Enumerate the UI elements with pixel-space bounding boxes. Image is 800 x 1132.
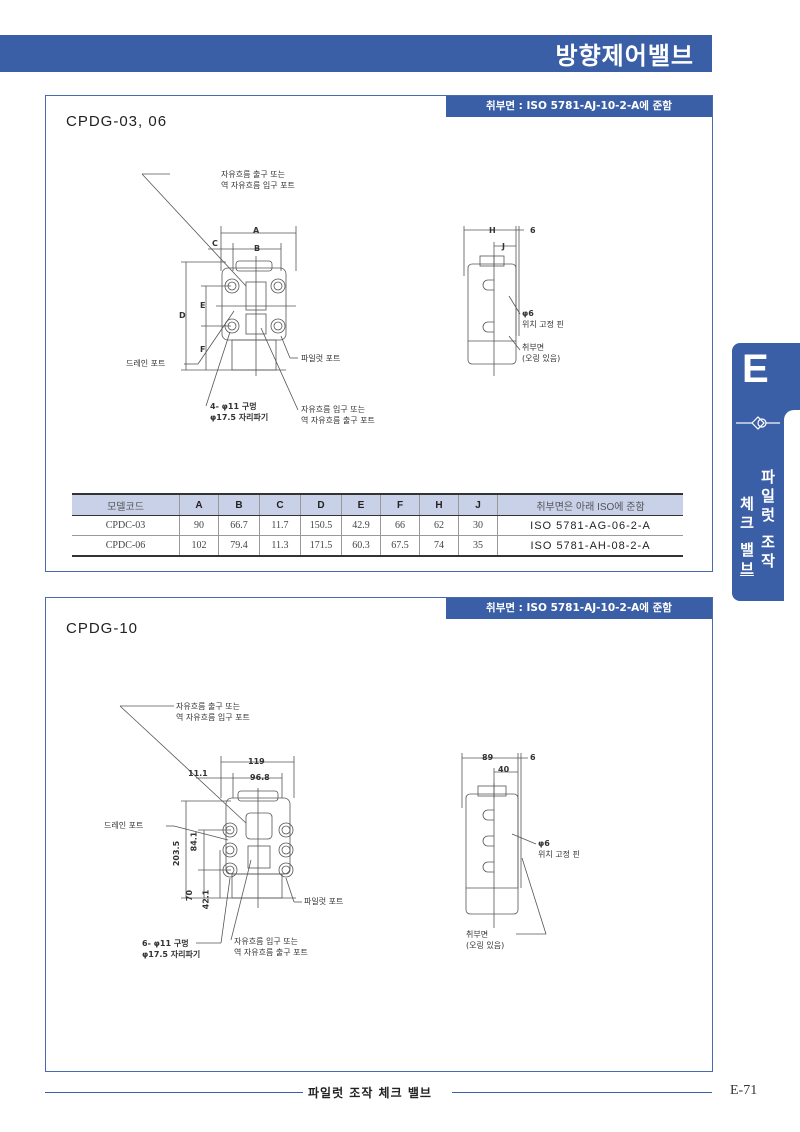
dim-40: 40 [498,765,510,774]
tab-char: 브 [740,560,754,578]
dim-b: B [254,244,261,253]
check-valve-symbol-icon [736,416,780,430]
table-row: CPDC-06 102 79.4 11.3 171.5 60.3 67.5 74… [72,535,683,557]
tab-notch [784,410,800,610]
callout-locating-pin: φ6 위치 고정 핀 [538,839,580,859]
dim-h: H [489,226,496,235]
model-title: CPDG-03, 06 [66,113,168,130]
front-view-drawing [119,705,302,944]
dim-6: 6 [530,753,536,762]
tab-char: 조 [761,533,775,551]
tab-char: 체 [740,495,754,513]
callout-mounting-surface: 취부면 (오링 있음) [522,343,561,363]
model-title: CPDG-10 [66,620,139,637]
callout-mounting-surface: 취부면 (오링 있음) [466,930,505,950]
footer-rule-right [452,1092,712,1093]
tab-char: 작 [761,552,775,570]
dim-a: A [253,226,260,235]
col-d: D [300,493,342,516]
dim-f: F [200,345,206,354]
dim-96-8: 96.8 [250,773,270,782]
dim-e: E [200,301,206,310]
section-letter: E [742,347,769,391]
callout-pilot-port: 파일럿 포트 [301,354,341,363]
callout-free-flow-out: 자유흐름 출구 또는 역 자유흐름 입구 포트 [221,170,295,190]
col-b: B [218,493,260,516]
tab-char: 일 [761,487,775,505]
dim-89: 89 [482,753,494,762]
callout-pilot-port: 파일럿 포트 [304,897,344,906]
dim-d: D [179,311,186,320]
callout-holes: 4- φ11 구멍 φ17.5 자리파기 [210,402,269,422]
section-tab[interactable]: E 파 일 럿 조 작 체 크 밸 브 [732,343,800,610]
callout-free-flow-in: 자유흐름 입구 또는 역 자유흐름 출구 포트 [234,937,308,957]
col-model-code: 모델코드 [72,493,180,516]
dim-11-1: 11.1 [188,769,208,778]
page-number: E-71 [730,1083,758,1098]
dim-6: 6 [530,226,536,235]
front-view-drawing [141,173,299,411]
callout-drain-port: 드레인 포트 [104,821,144,830]
mounting-standard-tag: 취부면 : ISO 5781-AJ-10-2-A에 준함 [446,96,712,117]
side-view-drawing [461,753,547,935]
footer-title: 파일럿 조작 체크 밸브 [308,1086,432,1100]
dim-j: J [502,242,505,251]
col-j: J [458,493,498,516]
table-row: CPDC-03 90 66.7 11.7 150.5 42.9 66 62 30… [72,515,683,536]
callout-holes: 6- φ11 구멍 φ17.5 자리파기 [142,939,201,959]
page-title: 방향제어밸브 [555,42,694,70]
col-a: A [179,493,219,516]
panel-cpdg-10: 취부면 : ISO 5781-AJ-10-2-A에 준함 CPDG-10 [45,597,713,1072]
tab-char: 파 [761,468,775,486]
tab-text-left: 체 크 밸 브 [738,495,756,579]
dim-c: C [212,239,218,248]
panel-cpdg-03-06: 취부면 : ISO 5781-AJ-10-2-A에 준함 CPDG-03, 06 [45,95,713,572]
col-c: C [259,493,301,516]
callout-free-flow-in: 자유흐름 입구 또는 역 자유흐름 출구 포트 [301,405,375,425]
col-f: F [380,493,420,516]
side-view-drawing [463,226,524,376]
header-band: 방향제어밸브 [0,35,712,72]
callout-free-flow-out: 자유흐름 출구 또는 역 자유흐름 입구 포트 [176,702,250,722]
col-e: E [341,493,381,516]
dim-119: 119 [248,757,265,766]
tab-char: 럿 [761,506,775,524]
callout-locating-pin: φ6 위치 고정 핀 [522,309,564,329]
dimension-table: 모델코드 A B C D E F H J 취부면은 아래 ISO에 준함 CPD… [72,493,683,557]
col-h: H [419,493,459,516]
tab-char: 크 [740,514,754,532]
mounting-standard-tag: 취부면 : ISO 5781-AJ-10-2-A에 준함 [446,598,712,619]
tab-text-right: 파 일 럿 조 작 [759,468,777,571]
footer-rule-left [45,1092,303,1093]
callout-drain-port: 드레인 포트 [126,359,166,368]
col-iso: 취부면은 아래 ISO에 준함 [497,493,683,516]
table-header-row: 모델코드 A B C D E F H J 취부면은 아래 ISO에 준함 [72,493,683,516]
tab-char: 밸 [740,541,754,559]
